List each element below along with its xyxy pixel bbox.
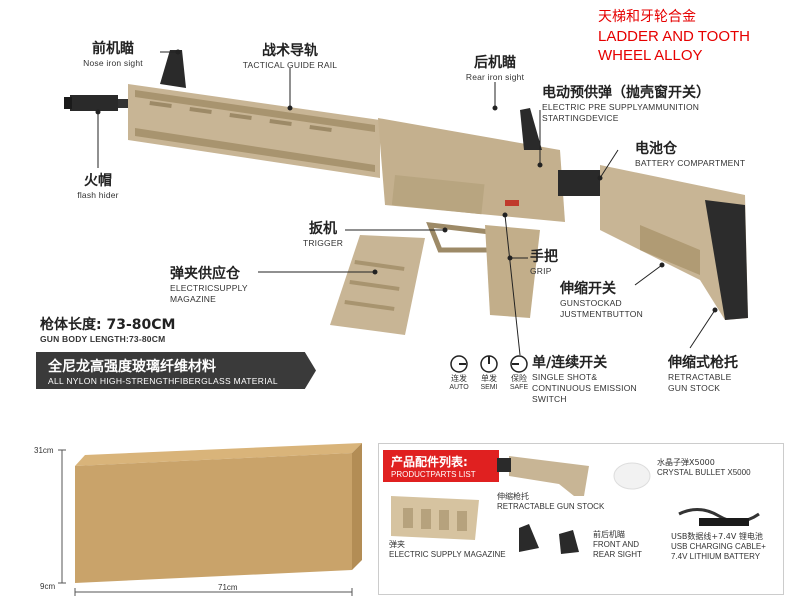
- box-height-label: 31cm: [34, 446, 54, 455]
- acc-magazine-label: 弹夹 ELECTRIC SUPPLY MAGAZINE: [389, 540, 506, 560]
- box-length-label: 71cm: [218, 583, 238, 592]
- semi-icon: [480, 355, 498, 373]
- trigger-en: TRIGGER: [302, 238, 344, 248]
- callout-tactical-rail: 战术导轨 TACTICAL GUIDE RAIL: [240, 40, 340, 71]
- flash-hider-shape: [70, 95, 118, 111]
- acc-sights-label: 前后机瞄 FRONT AND REAR SIGHT: [593, 530, 642, 560]
- gun-length-en: GUN BODY LENGTH:73-80CM: [40, 334, 166, 344]
- mode-semi-cn: 单发: [481, 374, 497, 383]
- flash-hider-en: flash hider: [77, 190, 119, 200]
- magazine-en1: ELECTRICSUPPLY: [170, 283, 248, 293]
- callout-front-sight: 前机瞄 Nose iron sight: [68, 38, 158, 69]
- acc-magazine-cn: 弹夹: [389, 540, 405, 549]
- acc-stock-cn: 伸缩枪托: [497, 492, 529, 501]
- accessories-header: 产品配件列表: PRODUCTPARTS LIST: [383, 450, 499, 482]
- acc-bullets-cn: 水晶子弹X5000: [657, 458, 715, 467]
- accessories-panel: 产品配件列表: PRODUCTPARTS LIST 伸缩枪托 RETRACTAB…: [378, 443, 784, 595]
- grip-cn: 手把: [530, 249, 558, 265]
- callout-trigger: 扳机 TRIGGER: [300, 218, 346, 249]
- callout-battery: 电池仓 BATTERY COMPARTMENT: [635, 138, 745, 169]
- material-banner: 全尼龙高强度玻璃纤维材料 ALL NYLON HIGH-STRENGTHFIBE…: [36, 352, 316, 389]
- trigger-cn: 扳机: [309, 221, 337, 237]
- fire-mode-en3: SWITCH: [532, 394, 567, 404]
- acc-sights-cn: 前后机瞄: [593, 530, 625, 539]
- flash-hider-cn: 火帽: [84, 173, 112, 189]
- front-sight-shape: [160, 50, 186, 88]
- stock-button-en1: GUNSTOCKAD: [560, 298, 622, 308]
- material-title-cn: 天梯和牙轮合金: [598, 9, 696, 25]
- fire-mode-en2: CONTINUOUS EMISSION: [532, 383, 637, 393]
- acc-cable-en1: USB CHARGING CABLE+: [671, 542, 766, 551]
- callout-electric-pre: 电动预供弹（抛壳窗开关） ELECTRIC PRE SUPPLYAMMUNITI…: [542, 82, 710, 124]
- tactical-rail-en: TACTICAL GUIDE RAIL: [242, 60, 338, 70]
- acc-sights-en2: REAR SIGHT: [593, 550, 642, 559]
- mode-auto-cn: 连发: [451, 374, 467, 383]
- callout-retract-stock: 伸缩式枪托 RETRACTABLE GUN STOCK: [668, 352, 738, 394]
- retract-stock-en1: RETRACTABLE: [668, 372, 732, 382]
- retract-stock-en2: GUN STOCK: [668, 383, 721, 393]
- mode-semi-en: SEMI: [480, 384, 498, 391]
- battery-en: BATTERY COMPARTMENT: [635, 158, 746, 168]
- acc-stock-en: RETRACTABLE GUN STOCK: [497, 502, 605, 511]
- acc-stock-label: 伸缩枪托 RETRACTABLE GUN STOCK: [497, 492, 604, 512]
- fire-mode-icons: 连发 AUTO 单发 SEMI 保险 SAFE: [447, 354, 531, 392]
- mode-safe-en: SAFE: [509, 384, 529, 391]
- electric-pre-cn: 电动预供弹（抛壳窗开关）: [542, 85, 710, 101]
- electric-pre-en2: STARTINGDEVICE: [542, 113, 619, 123]
- material-title-en2: WHEEL ALLOY: [598, 47, 703, 64]
- electric-pre-en1: ELECTRIC PRE SUPPLYAMMUNITION: [542, 102, 700, 112]
- acc-bullets-en: CRYSTAL BULLET X5000: [657, 468, 751, 477]
- rear-sight-en: Rear iron sight: [465, 72, 525, 82]
- gun-length-cn: 枪体长度: 73-80CM: [40, 317, 176, 333]
- fire-mode-en1: SINGLE SHOT&: [532, 372, 598, 382]
- mode-auto: 连发 AUTO: [447, 354, 471, 392]
- front-sight-en: Nose iron sight: [83, 58, 143, 68]
- acc-cable-en2: 7.4V LITHIUM BATTERY: [671, 552, 761, 561]
- callout-grip: 手把 GRIP: [530, 246, 558, 277]
- box-depth-label: 9cm: [40, 582, 56, 591]
- mode-safe: 保险 SAFE: [507, 354, 531, 392]
- material-banner-en: ALL NYLON HIGH-STRENGTHFIBERGLASS MATERI…: [48, 376, 278, 386]
- tactical-rail-cn: 战术导轨: [262, 43, 318, 59]
- callout-rear-sight: 后机瞄 Rear iron sight: [455, 52, 535, 83]
- callout-fire-mode: 单/连续开关 SINGLE SHOT& CONTINUOUS EMISSION …: [532, 352, 637, 405]
- accessories-header-en: PRODUCTPARTS LIST: [391, 470, 476, 479]
- mode-auto-en: AUTO: [449, 384, 469, 391]
- stock-button-cn: 伸缩开关: [560, 281, 616, 297]
- magazine-cn: 弹夹供应仓: [170, 266, 240, 282]
- retract-stock-cn: 伸缩式枪托: [668, 355, 738, 371]
- fire-mode-cn: 单/连续开关: [532, 355, 608, 371]
- gun-length: 枪体长度: 73-80CM GUN BODY LENGTH:73-80CM: [40, 314, 175, 345]
- rear-sight-shape: [520, 108, 542, 150]
- acc-bullets-label: 水晶子弹X5000 CRYSTAL BULLET X5000: [657, 458, 751, 478]
- mode-safe-cn: 保险: [511, 374, 527, 383]
- material-title: 天梯和牙轮合金 LADDER AND TOOTH WHEEL ALLOY: [598, 8, 750, 65]
- front-sight-cn: 前机瞄: [92, 41, 134, 57]
- grip-shape: [485, 225, 540, 318]
- stock-item-image: [391, 456, 760, 554]
- acc-magazine-en: ELECTRIC SUPPLY MAGAZINE: [389, 550, 506, 559]
- acc-cable-cn: USB数据线+7.4V 锂电池: [671, 532, 763, 541]
- callout-magazine: 弹夹供应仓 ELECTRICSUPPLY MAGAZINE: [170, 263, 248, 305]
- battery-cn: 电池仓: [635, 141, 677, 157]
- material-banner-cn: 全尼龙高强度玻璃纤维材料: [48, 359, 216, 375]
- acc-sights-en1: FRONT AND: [593, 540, 640, 549]
- auto-icon: [450, 355, 468, 373]
- material-title-en1: LADDER AND TOOTH: [598, 28, 750, 45]
- mode-semi: 单发 SEMI: [477, 354, 501, 392]
- magazine-en2: MAGAZINE: [170, 294, 216, 304]
- grip-en: GRIP: [530, 266, 552, 276]
- acc-cable-label: USB数据线+7.4V 锂电池 USB CHARGING CABLE+ 7.4V…: [671, 532, 766, 562]
- callout-flash-hider: 火帽 flash hider: [58, 170, 138, 201]
- callout-stock-button: 伸缩开关 GUNSTOCKAD JUSTMENTBUTTON: [560, 278, 643, 320]
- rear-sight-cn: 后机瞄: [474, 55, 516, 71]
- stock-button-en2: JUSTMENTBUTTON: [560, 309, 643, 319]
- accessories-header-cn: 产品配件列表:: [391, 455, 468, 469]
- safe-icon: [510, 355, 528, 373]
